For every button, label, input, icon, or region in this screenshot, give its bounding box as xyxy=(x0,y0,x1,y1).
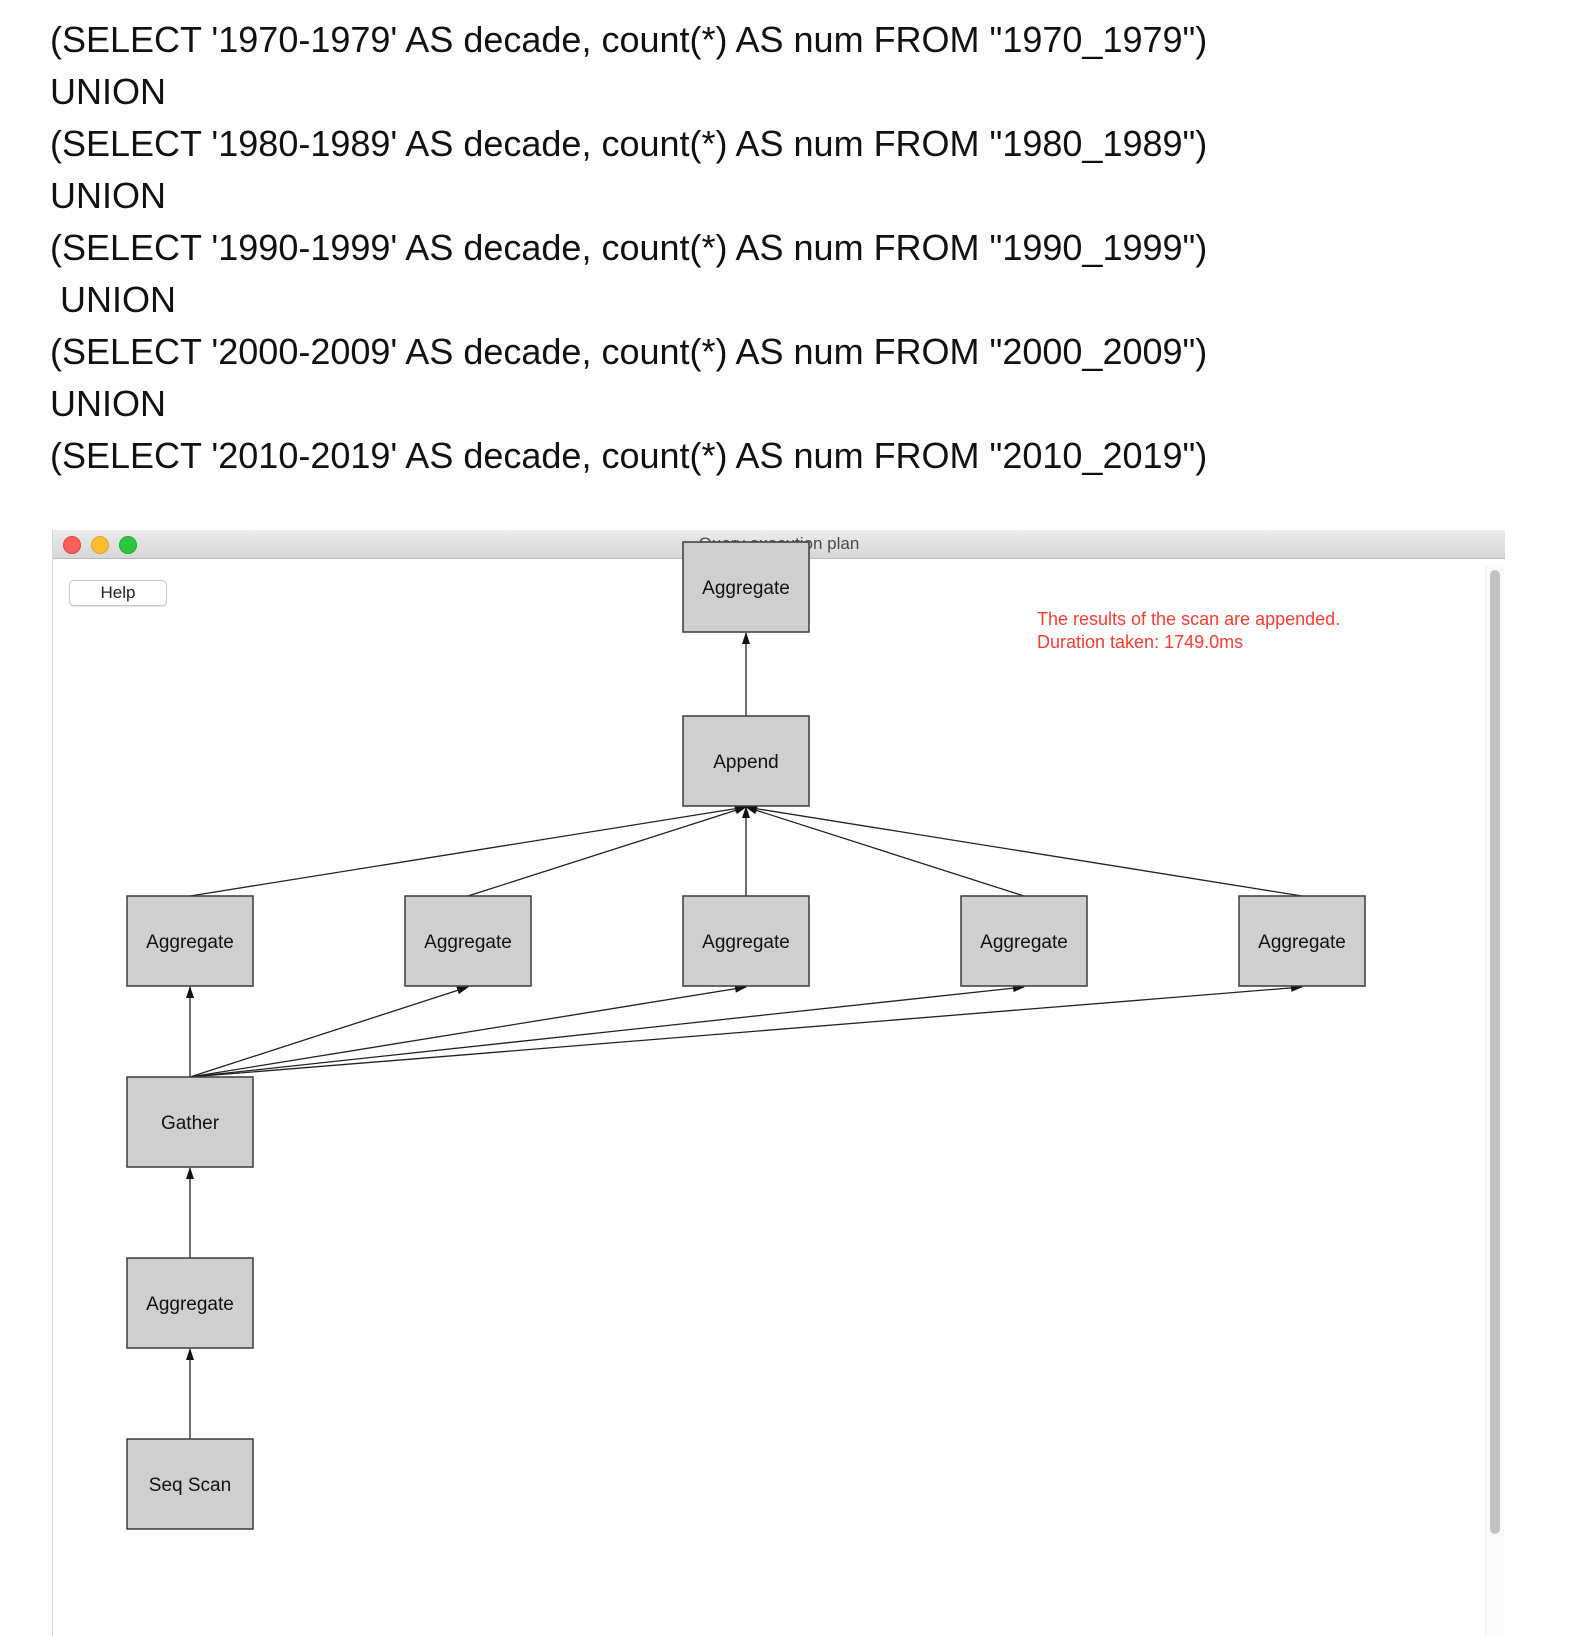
minimize-window-button[interactable] xyxy=(91,536,109,554)
sql-union-keyword: UNION xyxy=(50,279,176,320)
plan-node-label: Gather xyxy=(161,1113,220,1134)
close-window-button[interactable] xyxy=(63,536,81,554)
plan-edge-aggregate-4-to-append xyxy=(745,806,1025,897)
sql-union-keyword: UNION xyxy=(50,71,166,112)
plan-node-gather[interactable]: Gather xyxy=(126,1076,254,1168)
plan-node-label: Aggregate xyxy=(146,1294,234,1315)
plan-node-label: Aggregate xyxy=(424,932,512,953)
info-duration: Duration taken: 1749.0ms xyxy=(1037,632,1244,652)
plan-edge-gather-to-aggregate-5 xyxy=(189,983,1303,1078)
plan-node-box[interactable] xyxy=(682,715,810,807)
plan-node-box[interactable] xyxy=(126,1438,254,1530)
plan-node-seq-scan[interactable]: Seq Scan xyxy=(126,1438,254,1530)
plan-node-box[interactable] xyxy=(126,1257,254,1349)
plan-node-label: Aggregate xyxy=(146,932,234,953)
sql-union-keyword: UNION xyxy=(50,383,166,424)
plan-node-aggregate-5[interactable]: Aggregate xyxy=(1238,895,1366,987)
info-description: The results of the scan are appended. xyxy=(1037,609,1341,629)
plan-node-label: Aggregate xyxy=(980,932,1068,953)
plan-edge-aggregate-5-to-append xyxy=(745,804,1303,897)
plan-node-label: Append xyxy=(713,752,779,773)
plan-edge-gather-to-aggregate-2 xyxy=(189,986,469,1078)
sql-select-statement: (SELECT '1980-1989' AS decade, count(*) … xyxy=(50,123,1208,164)
plan-edge-aggregate-1-to-append xyxy=(189,804,747,897)
plan-edge-gather-to-aggregate-4 xyxy=(189,984,1025,1078)
vertical-scrollbar-thumb[interactable] xyxy=(1490,570,1500,1534)
plan-node-box[interactable] xyxy=(1238,895,1366,987)
plan-node-partial-aggregate[interactable]: Aggregate xyxy=(126,1257,254,1349)
plan-node-label: Aggregate xyxy=(702,932,790,953)
plan-edge-aggregate-2-to-append xyxy=(467,806,747,897)
sql-union-keyword: UNION xyxy=(50,175,166,216)
plan-node-aggregate-2[interactable]: Aggregate xyxy=(404,895,532,987)
plan-node-label: Aggregate xyxy=(702,578,790,599)
plan-node-aggregate-1[interactable]: Aggregate xyxy=(126,895,254,987)
query-plan-window: Query execution plan AggregateAppendAggr… xyxy=(52,530,1505,1636)
maximize-window-button[interactable] xyxy=(119,536,137,554)
plan-node-box[interactable] xyxy=(682,541,810,633)
plan-node-label: Aggregate xyxy=(1258,932,1346,953)
sql-select-statement: (SELECT '2010-2019' AS decade, count(*) … xyxy=(50,435,1208,476)
sql-select-statement: (SELECT '2000-2009' AS decade, count(*) … xyxy=(50,331,1208,372)
plan-node-append[interactable]: Append xyxy=(682,715,810,807)
plan-node-label: Seq Scan xyxy=(149,1475,231,1496)
plan-node-box[interactable] xyxy=(404,895,532,987)
sql-select-statement: (SELECT '1990-1999' AS decade, count(*) … xyxy=(50,227,1208,268)
plan-edge-gather-to-aggregate-3 xyxy=(189,984,747,1078)
plan-node-aggregate-3[interactable]: Aggregate xyxy=(682,895,810,987)
plan-node-root-aggregate[interactable]: Aggregate xyxy=(682,541,810,633)
plan-node-box[interactable] xyxy=(126,1076,254,1168)
plan-info-text: The results of the scan are appended. Du… xyxy=(1037,608,1340,654)
plan-node-aggregate-4[interactable]: Aggregate xyxy=(960,895,1088,987)
sql-select-statement: (SELECT '1970-1979' AS decade, count(*) … xyxy=(50,19,1208,60)
plan-node-box[interactable] xyxy=(960,895,1088,987)
plan-edges xyxy=(186,632,1303,1439)
sql-query-text: (SELECT '1970-1979' AS decade, count(*) … xyxy=(50,14,1207,482)
plan-node-box[interactable] xyxy=(126,895,254,987)
plan-node-box[interactable] xyxy=(682,895,810,987)
help-button[interactable]: Help xyxy=(69,580,167,606)
